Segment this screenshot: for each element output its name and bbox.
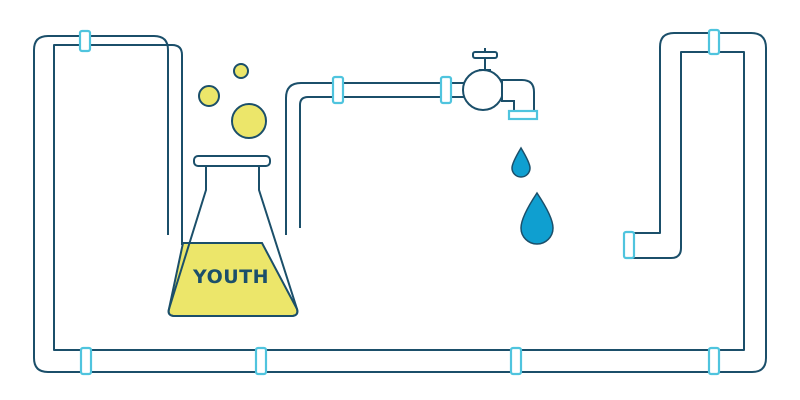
pipe-system [33,32,767,373]
faucet-pipe-inner-line [299,96,467,228]
pipe-connectors [78,28,721,376]
pipe-connector-icon [254,346,268,376]
pipe-connector-icon [509,346,523,376]
bubble-icon [233,63,249,79]
pipe-connector-icon [79,346,93,376]
faucet-pipe-outer-line [285,82,467,235]
pipe-connector-icon [707,346,721,376]
pipe-connector-icon [622,230,636,260]
pipe-connector-icon [439,75,453,105]
bubble-icon [231,103,267,139]
pipe-inner-line [53,44,745,351]
water-drops [511,146,554,245]
pipe-outer-line [33,32,767,373]
flask-body [167,164,299,317]
water-drop-icon [520,191,554,245]
pipe-connector-icon [707,28,721,56]
flask-icon: YOUTH [167,155,299,317]
flask-label: YOUTH [192,266,269,288]
pipe-connector-icon [78,29,92,53]
flask-rim [193,155,271,167]
bubbles [198,63,267,139]
water-drop-icon [511,146,531,178]
pipe-connector-icon [331,75,345,105]
bubble-icon [198,85,220,107]
faucet-icon [462,48,539,121]
